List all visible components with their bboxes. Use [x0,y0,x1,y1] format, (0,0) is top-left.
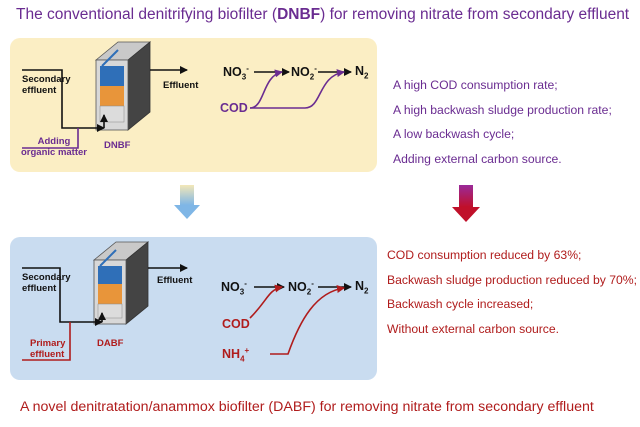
dabf-secondary-effluent-label: Secondary effluent [22,272,71,294]
dnbf-panel [10,38,377,172]
dabf-no3-label: NO3- [221,279,247,297]
dabf-no2-label: NO2- [288,279,314,297]
dnbf-inlet-line [22,69,78,129]
dabf-reactor-label: DABF [97,338,124,349]
dabf-cod-label: COD [222,317,250,331]
dnbf-no2-label: NO2- [291,64,317,82]
down-arrow-blue [174,185,200,219]
dabf-reactor-icon [92,241,150,325]
list-item: Backwash sludge production reduced by 70… [387,272,637,287]
dnbf-no3-label: NO3- [223,64,249,82]
dabf-inlet-line [22,267,76,323]
dabf-primary-line [22,322,71,361]
list-item: Backwash cycle increased; [387,297,534,311]
list-item: A low backwash cycle; [393,127,515,141]
dnbf-features-list: A high COD consumption rate; A high back… [393,73,612,171]
dabf-nh4-label: NH4+ [222,346,250,364]
dnbf-n2-label: N2 [355,64,369,81]
dabf-n2-label: N2 [355,279,369,296]
dabf-features-list: COD consumption reduced by 63%; Backwash… [387,243,637,341]
list-item: A high COD consumption rate; [393,78,558,92]
dnbf-reactor-label: DNBF [104,140,131,151]
bottom-title: A novel denitratation/anammox biofilter … [20,399,594,415]
dabf-effluent-label: Effluent [157,275,193,286]
dnbf-adding-organic-label: Adding organic matter [21,136,87,158]
dnbf-organic-line [22,128,79,149]
top-title: The conventional denitrifying biofilter … [16,6,630,23]
dnbf-effluent-label: Effluent [163,80,199,91]
dnbf-secondary-effluent-label: Secondary effluent [22,74,71,96]
dabf-primary-effluent-label: Primary effluent [30,338,66,360]
list-item: Without external carbon source. [387,321,560,336]
list-item: A high backwash sludge production rate; [393,102,612,117]
dabf-panel [10,237,377,380]
list-item: COD consumption reduced by 63%; [387,248,582,262]
dnbf-cod-label: COD [220,101,248,115]
list-item: Adding external carbon source. [393,151,562,166]
down-arrow-purple [452,185,480,222]
